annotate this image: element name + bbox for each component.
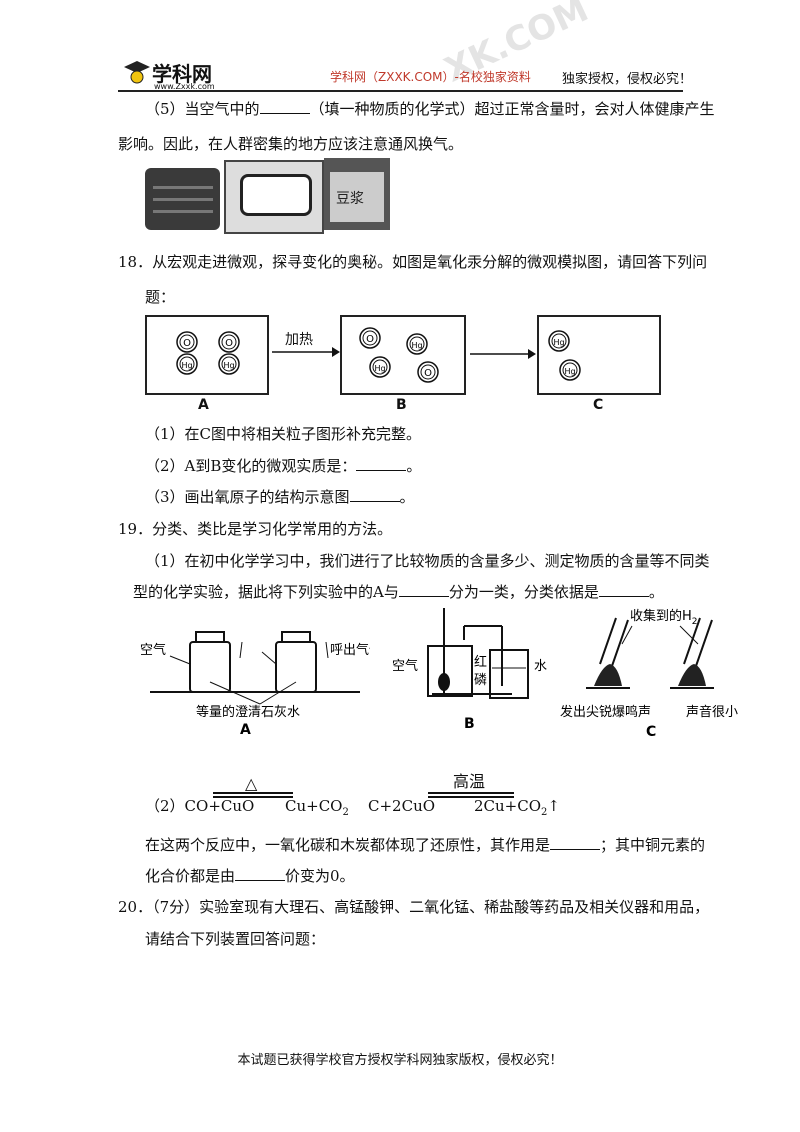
label-water: 水 [534,659,547,674]
mask-image [145,168,220,230]
eq1-condition: △ [245,774,258,793]
q18-line1: 18．从宏观走进微观，探寻变化的奥秘。如图是氧化汞分解的微观模拟图，请回答下列问 [118,253,708,271]
label-a: A [198,397,209,413]
q19-sub2-para1: 在这两个反应中，一氧化碳和木炭都体现了还原性，其作用是；其中铜元素的 [145,835,706,854]
figure-c-hydrogen-tests: 收集到的H2 发出尖锐爆鸣声 声音很小 C [560,608,738,738]
logo-url: www.Zxxk.com [154,82,215,91]
logo-text: 学科网 [152,62,212,86]
atom-hg: Hg [564,367,575,376]
label-air: 空气 [392,658,418,674]
label-exhaled-gas: 呼出气体 [330,642,370,658]
eq1-products: Cu+CO2 [285,797,349,818]
q18-sub2: （2）A到B变化的微观实质是：。 [145,456,422,475]
eq2-reactants: C+2CuO [368,797,436,815]
q18-sub3: （3）画出氧原子的结构示意图。 [145,487,415,506]
label-collected-h2: 收集到的H2 [630,608,698,627]
atom-hg: Hg [374,364,385,373]
q19-sub2-para2: 化合价都是由价变为0。 [145,866,355,885]
atom-o: O [366,334,374,345]
eq2-products: 2Cu+CO2↑ [474,797,560,818]
molecules-c: Hg Hg [548,330,581,381]
atom-o: O [183,338,191,349]
header-right: 独家授权，侵权必究！ [562,72,693,87]
molecules-a: O Hg O Hg [176,331,240,375]
atom-hg: Hg [223,361,234,370]
answer-blank[interactable] [598,582,649,597]
header-center: 学科网（ZXXK.COM）-名校独家资料 [330,70,531,84]
package-image [224,160,324,234]
figure-b-phosphorus-apparatus: 空气 红 磷 水 B [392,608,547,732]
q18-sub1: （1）在C图中将相关粒子图形补充完整。 [145,425,422,443]
label-air: 空气 [140,642,166,658]
label-quiet-sound: 声音很小 [686,704,738,720]
diagram-box-b [340,315,466,395]
caption-limewater: 等量的澄清石灰水 [196,704,300,720]
atom-hg: Hg [411,341,422,350]
answer-blank[interactable] [349,487,400,502]
label-c: C [593,397,604,413]
arrow-right-icon [470,349,536,359]
q17-5-line2: 影响。因此，在人群密集的地方应该注意通风换气。 [118,135,464,153]
header-rule [118,90,683,92]
eq2-double-line [428,792,514,798]
diagram-box-a [145,315,269,395]
eq-line: （2）CO+CuO [145,797,255,815]
atom-hg: Hg [553,338,564,347]
label-c: C [646,724,656,738]
atom-o: O [225,338,233,349]
atom-hg: Hg [181,361,192,370]
label-b: B [464,716,475,732]
answer-blank[interactable] [259,99,310,114]
q20-line2: 请结合下列装置回答问题： [145,930,326,948]
q19-sub1-line1: （1）在初中化学学习中，我们进行了比较物质的含量多少、测定物质的含量等不同类 [145,552,710,570]
diagram-box-c [537,315,661,395]
figure-a-limewater-jars: 空气 呼出气体 等量的澄清石灰水 A [140,631,370,737]
arrow-right-icon [272,347,340,357]
soymilk-image: 豆浆 [324,158,390,230]
answer-blank[interactable] [356,456,407,471]
answer-blank[interactable] [398,582,449,597]
arrow-label-heating: 加热 [285,332,313,348]
q18-line2: 题： [145,288,176,306]
atom-o: O [424,368,432,379]
label-phosphorus: 磷 [474,673,487,688]
q19-line1: 19．分类、类比是学习化学常用的方法。 [118,520,393,538]
q19-sub1-line2: 型的化学实验，据此将下列实验中的A与分为一类，分类依据是。 [133,582,664,601]
q20-line1: 20．（7分）实验室现有大理石、高锰酸钾、二氧化锰、稀盐酸等药品及相关仪器和用品… [118,898,710,916]
label-sharp-pop: 发出尖锐爆鸣声 [560,704,651,720]
label-red: 红 [474,654,487,670]
label-b: B [396,397,407,413]
graduate-cap-icon [124,61,150,84]
eq1-double-line [213,792,293,798]
footer-copyright: 本试题已获得学校官方授权学科网独家版权，侵权必究！ [237,1053,563,1068]
label-a: A [240,722,251,737]
molecules-b: O Hg Hg O [359,327,439,383]
answer-blank[interactable] [235,866,286,881]
answer-blank[interactable] [550,835,601,850]
eq2-condition: 高温 [453,772,486,791]
q17-5-line1: （5）当空气中的（填一种物质的化学式）超过正常含量时，会对人体健康产生 [145,99,715,118]
